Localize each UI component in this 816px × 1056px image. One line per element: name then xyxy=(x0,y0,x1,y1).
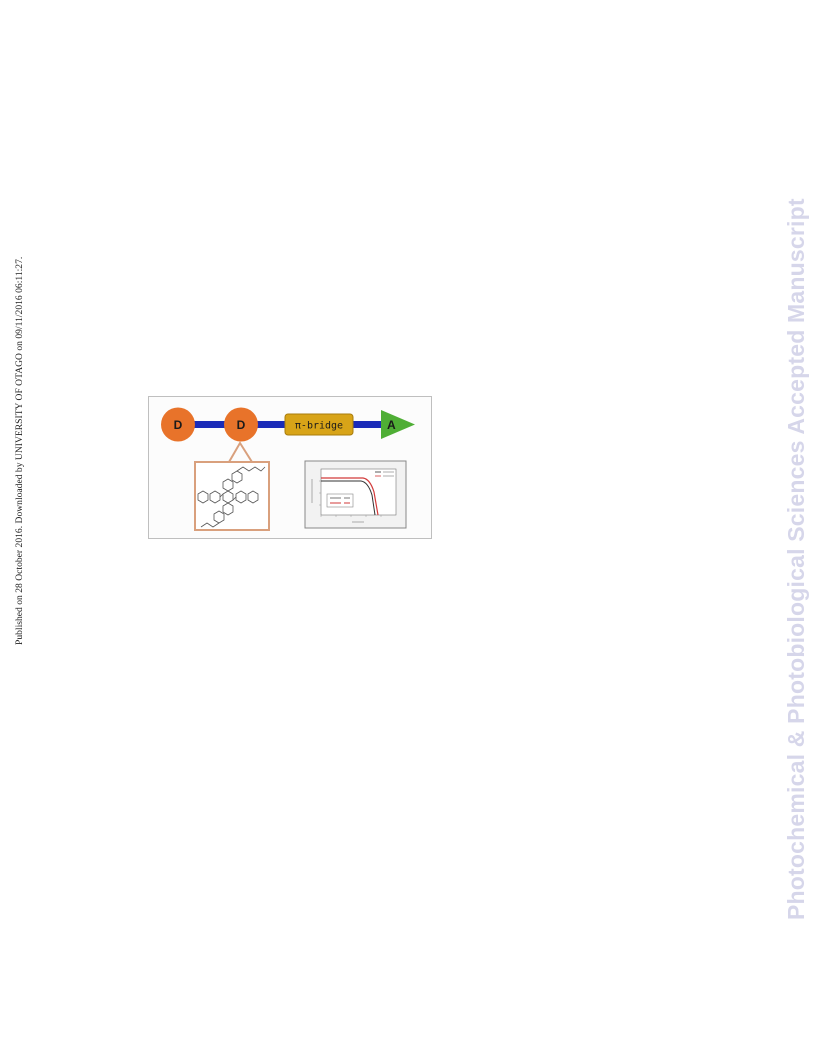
donor-circle-2 xyxy=(224,407,258,442)
accepted-manuscript-watermark: Photochemical & Photobiological Sciences… xyxy=(783,198,809,920)
pi-bridge-label: π-bridge xyxy=(295,421,343,432)
jv-curve-dark xyxy=(321,480,376,516)
jv-plot-ticks xyxy=(319,480,382,517)
donor-circle-1 xyxy=(161,407,195,442)
donor-label-2: D xyxy=(237,418,246,432)
toc-graphic: A D D π-bridge xyxy=(148,396,432,539)
acceptor-label: A xyxy=(387,418,396,432)
toc-graphic-svg: A D D π-bridge xyxy=(161,407,415,531)
acceptor-arrow xyxy=(381,410,415,439)
jv-legend-box xyxy=(326,493,354,508)
molecule-callout-box xyxy=(194,461,270,531)
jv-legend-top xyxy=(375,471,394,477)
jv-curve-red xyxy=(321,477,379,516)
publication-note: Published on 28 October 2016. Downloaded… xyxy=(14,256,25,645)
molecule-structure xyxy=(197,466,266,528)
callout-connector xyxy=(195,441,259,463)
donor-label-1: D xyxy=(174,418,183,432)
jv-plot-area xyxy=(320,468,397,516)
pi-bridge-box xyxy=(284,413,354,436)
